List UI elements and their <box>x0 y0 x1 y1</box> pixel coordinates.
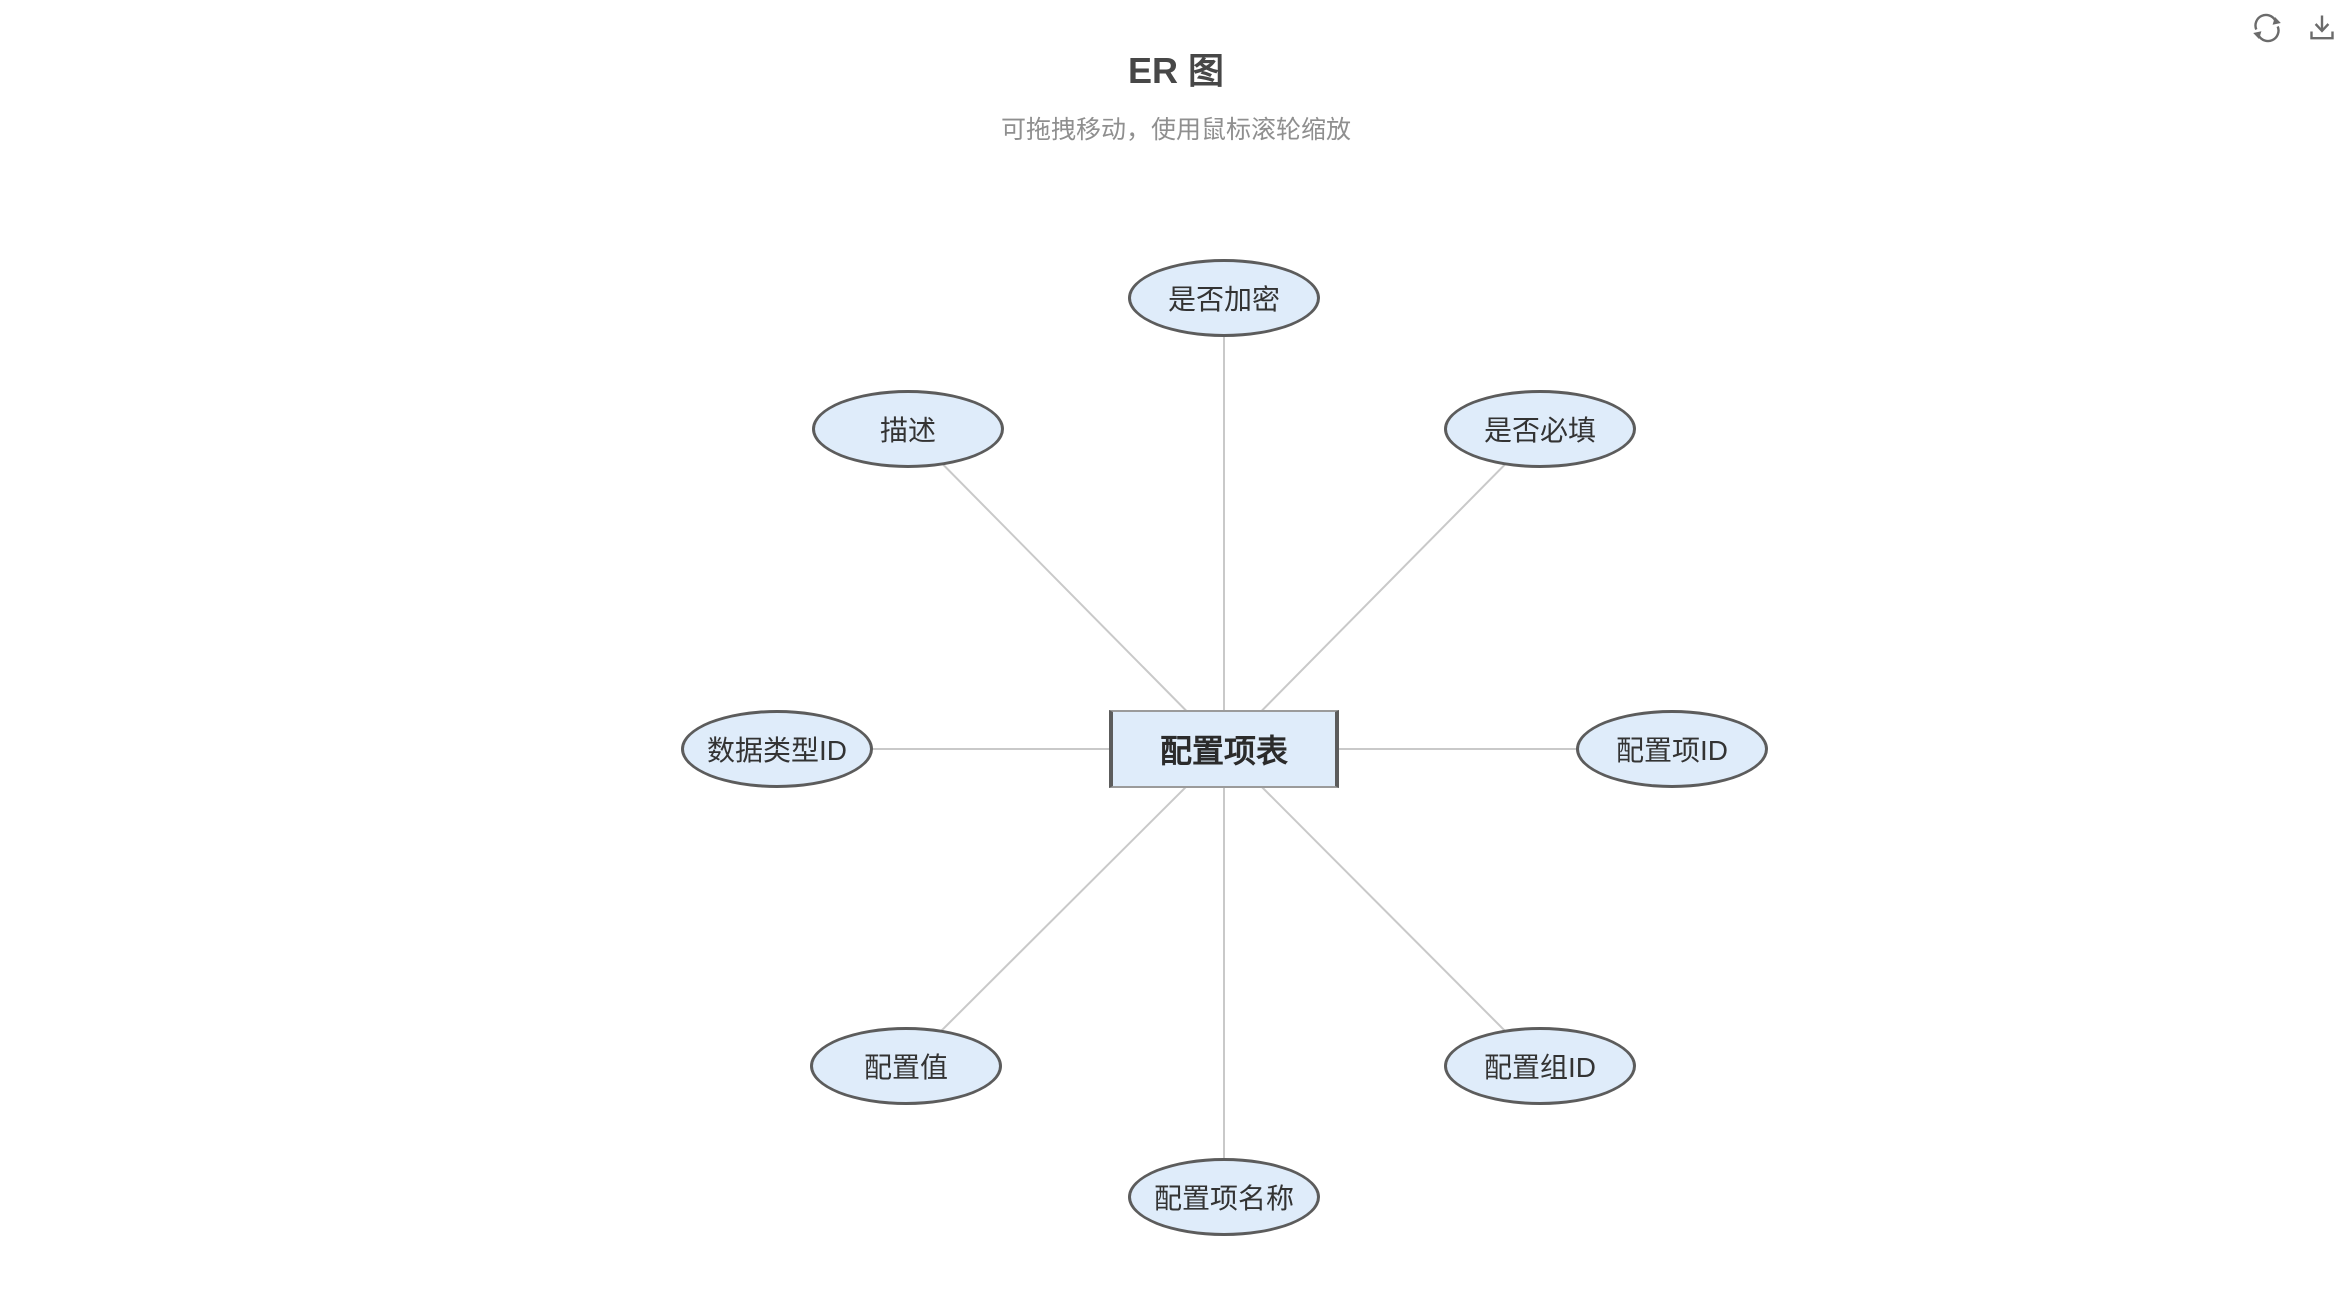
attribute-label: 是否加密 <box>1167 284 1280 315</box>
attribute-label: 配置值 <box>863 1052 948 1083</box>
attribute-label: 数据类型ID <box>706 735 847 766</box>
download-icon <box>2310 15 2334 40</box>
toolbar <box>2249 10 2340 46</box>
download-button[interactable] <box>2304 10 2340 46</box>
edge-line <box>905 748 1225 1067</box>
attribute-node[interactable]: 配置组ID <box>1444 1027 1636 1105</box>
attribute-label: 配置组ID <box>1483 1052 1596 1083</box>
attribute-node[interactable]: 是否加密 <box>1128 259 1320 337</box>
refresh-icon <box>2253 13 2281 43</box>
attribute-label: 是否必填 <box>1483 415 1596 446</box>
attribute-label: 配置项名称 <box>1153 1183 1294 1214</box>
attribute-label: 配置项ID <box>1615 735 1728 766</box>
attribute-node[interactable]: 是否必填 <box>1444 390 1636 468</box>
refresh-button[interactable] <box>2249 10 2285 46</box>
edge-line <box>1223 748 1541 1067</box>
entity-label: 配置项表 <box>1159 733 1288 769</box>
attribute-label: 描述 <box>879 415 936 446</box>
edge-line <box>1223 428 1541 750</box>
attribute-node[interactable]: 描述 <box>812 390 1004 468</box>
attribute-node[interactable]: 配置项名称 <box>1128 1158 1320 1236</box>
edge-line <box>907 428 1225 750</box>
attribute-node[interactable]: 配置项ID <box>1576 710 1768 788</box>
attribute-node[interactable]: 配置值 <box>810 1027 1002 1105</box>
entity-node[interactable]: 配置项表 <box>1109 710 1339 788</box>
attribute-node[interactable]: 数据类型ID <box>681 710 873 788</box>
